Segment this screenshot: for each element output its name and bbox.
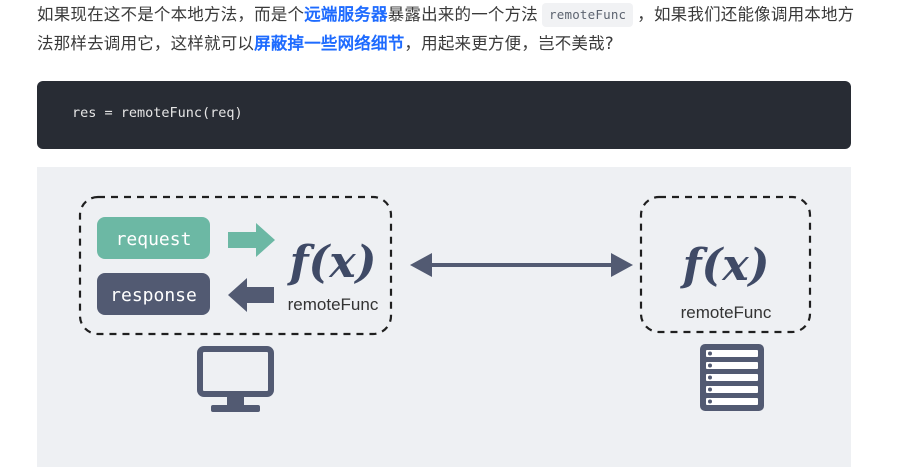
monitor-icon [197, 346, 274, 412]
paragraph-text-3: ，如果我们还能像调用本地方法那样去调用它，这样就可以 [37, 5, 855, 53]
highlight-remote-server: 远端服务器 [304, 5, 388, 24]
paragraph-text-4: ，用起来更方便，岂不美哉? [404, 34, 614, 53]
local-fx-symbol: f(x) [287, 237, 377, 288]
server-rack-icon [700, 344, 764, 411]
paragraph-text-1: 如果现在这不是个本地方法，而是个 [37, 5, 305, 24]
rpc-diagram: request response f(x) remoteFunc f(x [37, 167, 851, 467]
request-label: request [116, 229, 192, 250]
response-label: response [110, 285, 197, 306]
remote-fx-symbol: f(x) [680, 240, 770, 291]
code-block[interactable]: res = remoteFunc(req) [37, 81, 851, 149]
highlight-hide-network-details: 屏蔽掉一些网络细节 [254, 34, 405, 53]
remote-func-label: remoteFunc [681, 303, 772, 322]
local-func-label: remoteFunc [288, 295, 379, 314]
request-arrow-icon [228, 223, 275, 257]
server-dashed-box [639, 195, 812, 334]
inline-code-remotefunc: remoteFunc [542, 3, 634, 27]
rpc-diagram-svg: request response f(x) remoteFunc f(x [78, 195, 812, 412]
client-dashed-box [78, 195, 393, 336]
response-badge: response [97, 273, 210, 315]
paragraph-text-2: 暴露出来的一个方法 [387, 5, 539, 24]
response-arrow-icon [228, 278, 274, 312]
connector-arrow-icon [410, 253, 633, 277]
request-badge: request [97, 217, 210, 259]
code-line: res = remoteFunc(req) [72, 105, 243, 121]
